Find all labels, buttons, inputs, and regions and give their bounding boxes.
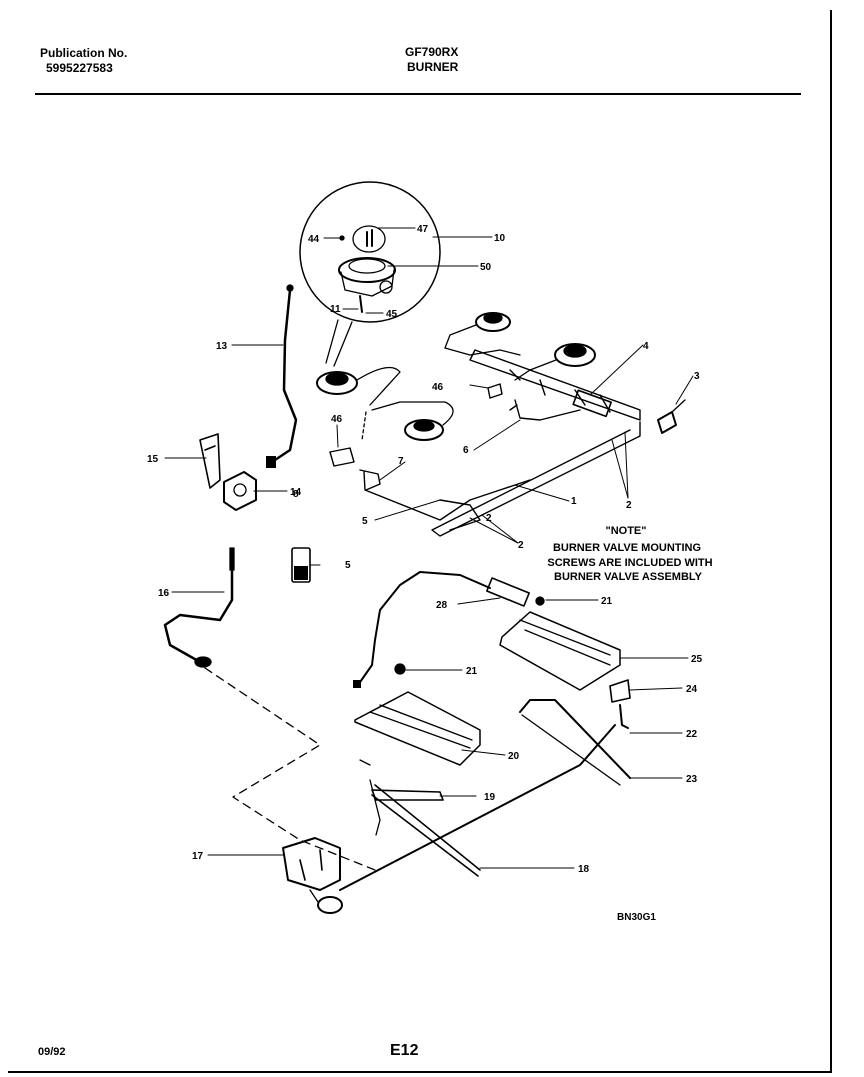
burner-detail-inset (299, 181, 441, 367)
callout-44: 44 (308, 234, 320, 245)
callout-46-a: 46 (331, 414, 343, 425)
note-title: "NOTE" (606, 525, 647, 537)
ignition-cable (270, 288, 298, 464)
callout-labels: 1 2 2 2 3 4 5 5 6 7 8 10 11 13 14 15 16 … (147, 224, 703, 875)
model-number: GF790RX (405, 45, 459, 59)
note-block: "NOTE" BURNER VALVE MOUNTING SCREWS ARE … (547, 525, 712, 583)
callout-46-b: 46 (432, 382, 444, 393)
callout-6: 6 (463, 445, 469, 456)
callout-13: 13 (216, 341, 228, 352)
callout-45: 45 (386, 309, 398, 320)
callout-17: 17 (192, 851, 204, 862)
callout-11: 11 (330, 304, 341, 315)
header-rule (35, 93, 801, 95)
broil-tube (519, 679, 631, 786)
callout-10: 10 (494, 233, 506, 244)
note-line-2: SCREWS ARE INCLUDED WITH (547, 557, 712, 569)
note-line-1: BURNER VALVE MOUNTING (553, 542, 701, 554)
manifold-assembly (359, 349, 641, 537)
valve-switch (657, 399, 686, 434)
callout-47: 47 (417, 224, 429, 235)
callout-19: 19 (484, 792, 496, 803)
burner-left-front (316, 366, 401, 406)
callout-16: 16 (158, 588, 170, 599)
callout-2-a: 2 (626, 500, 632, 511)
footer-date: 09/92 (38, 1046, 66, 1058)
bracket (199, 433, 221, 489)
burner-left-rear (361, 401, 454, 441)
thermostat-cable (357, 571, 491, 686)
diagram-code: BN30G1 (617, 912, 656, 923)
callout-2-c: 2 (486, 513, 492, 524)
callout-8: 8 (293, 489, 299, 500)
gas-line (339, 724, 616, 891)
callout-28: 28 (436, 600, 448, 611)
bracket-small (329, 447, 355, 467)
oven-burner-panel-upper (499, 611, 621, 691)
footer-page: E12 (390, 1042, 419, 1059)
callout-18: 18 (578, 864, 590, 875)
supply-tube (163, 547, 376, 871)
callout-21-a: 21 (601, 596, 613, 607)
callout-22: 22 (686, 729, 698, 740)
burner-right-front (514, 343, 596, 381)
callout-50: 50 (480, 262, 492, 273)
callout-5-b: 5 (345, 560, 351, 571)
callout-25: 25 (691, 654, 703, 665)
oven-burner-panel-lower (354, 691, 481, 766)
pressure-regulator (282, 837, 343, 914)
publication-number: 5995227583 (46, 61, 113, 75)
burner-right-rear (444, 312, 521, 356)
callout-23: 23 (686, 774, 698, 785)
spark-module (223, 471, 257, 511)
callout-24: 24 (686, 684, 698, 695)
note-line-3: BURNER VALVE ASSEMBLY (554, 571, 703, 583)
callout-15: 15 (147, 454, 159, 465)
callout-3: 3 (694, 371, 700, 382)
section-title: BURNER (407, 60, 459, 74)
igniter-part (291, 547, 311, 583)
bake-burner (359, 759, 481, 877)
callout-4: 4 (643, 341, 649, 352)
publication-label: Publication No. (40, 46, 128, 60)
callout-2-b: 2 (518, 540, 524, 551)
callout-20: 20 (508, 751, 520, 762)
callout-leaders (164, 227, 694, 869)
callout-21-b: 21 (466, 666, 478, 677)
callout-1: 1 (571, 496, 577, 507)
page-frame (8, 10, 832, 1073)
callout-14: 14 (290, 487, 302, 498)
callout-5-a: 5 (362, 516, 368, 527)
callout-7: 7 (398, 456, 404, 467)
